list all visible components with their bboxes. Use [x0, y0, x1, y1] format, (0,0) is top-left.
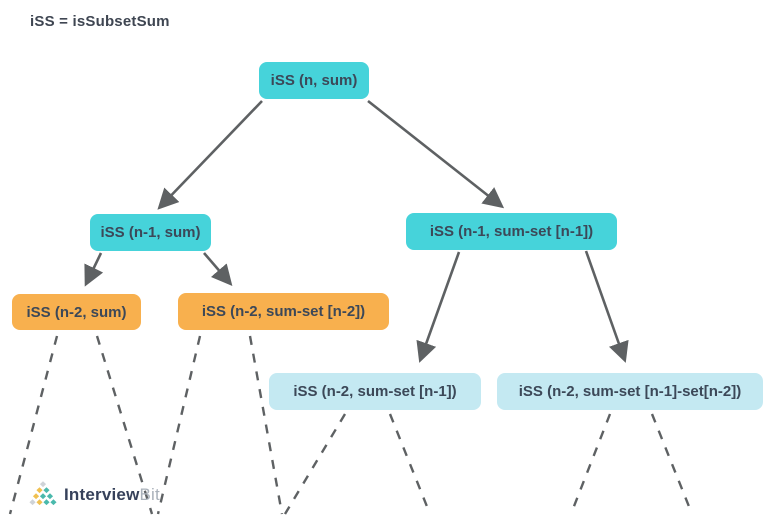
tree-node-label: iSS (n, sum)	[270, 72, 358, 89]
arrow-right-to-cyan2	[584, 250, 629, 363]
tree-node-label: iSS (n-2, sum-set [n-1]-set[n-2])	[518, 383, 742, 400]
dashed-edges	[8, 335, 694, 515]
dashed-orange1-right	[95, 335, 154, 515]
logo-text-primary: Interview	[64, 484, 140, 504]
logo-diamond	[43, 499, 50, 506]
arrow-left-to-orange2	[203, 252, 233, 286]
logo-diamond	[36, 499, 43, 506]
interviewbit-logo-text: InterviewBit	[64, 485, 160, 505]
tree-node-label: iSS (n-1, sum-set [n-1])	[429, 223, 594, 240]
tree-node-n2-sum-set-n1-set-n2: iSS (n-2, sum-set [n-1]-set[n-2])	[497, 373, 763, 410]
arrow-right-to-cyan1	[416, 251, 461, 363]
solid-arrows	[84, 99, 629, 363]
logo-text-secondary: Bit	[139, 484, 160, 504]
tree-node-label: iSS (n-2, sum)	[26, 303, 127, 321]
logo-diamond	[50, 499, 57, 506]
arrow-root-to-left	[157, 100, 263, 210]
tree-node-n2-sum-set-n2: iSS (n-2, sum-set [n-2])	[178, 293, 389, 330]
tree-node-n1-sum: iSS (n-1, sum)	[90, 214, 211, 251]
tree-node-n2-sum: iSS (n-2, sum)	[12, 294, 141, 330]
dashed-cyan1-right	[388, 413, 432, 515]
diagram-title: iSS = isSubsetSum	[30, 13, 170, 30]
tree-node-n1-sum-set: iSS (n-1, sum-set [n-1])	[406, 213, 617, 250]
logo-diamond	[32, 493, 40, 500]
logo-diamond	[29, 499, 36, 506]
dashed-cyan2-left	[569, 413, 612, 515]
logo-diamond	[36, 487, 43, 494]
tree-node-root: iSS (n, sum)	[259, 62, 369, 99]
tree-node-n2-sum-set-n1: iSS (n-2, sum-set [n-1])	[269, 373, 481, 410]
dashed-orange2-right	[248, 335, 284, 515]
logo-diamond	[39, 493, 47, 500]
tree-node-label: iSS (n-2, sum-set [n-2])	[201, 303, 366, 320]
logo-diamond	[39, 481, 47, 488]
arrow-root-to-right	[367, 99, 505, 209]
interviewbit-diamond-icon	[29, 481, 57, 506]
logo-diamond	[46, 493, 54, 500]
logo-diamond	[43, 487, 50, 494]
dashed-orange1-left	[8, 335, 59, 515]
tree-node-label: iSS (n-2, sum-set [n-1])	[293, 383, 457, 400]
dashed-orange2-left	[156, 335, 202, 515]
dashed-cyan2-right	[650, 413, 694, 515]
tree-node-label: iSS (n-1, sum)	[100, 224, 201, 241]
interviewbit-logo: InterviewBit	[27, 480, 160, 509]
dashed-cyan1-left	[283, 413, 347, 515]
arrow-left-to-orange1	[84, 252, 104, 287]
